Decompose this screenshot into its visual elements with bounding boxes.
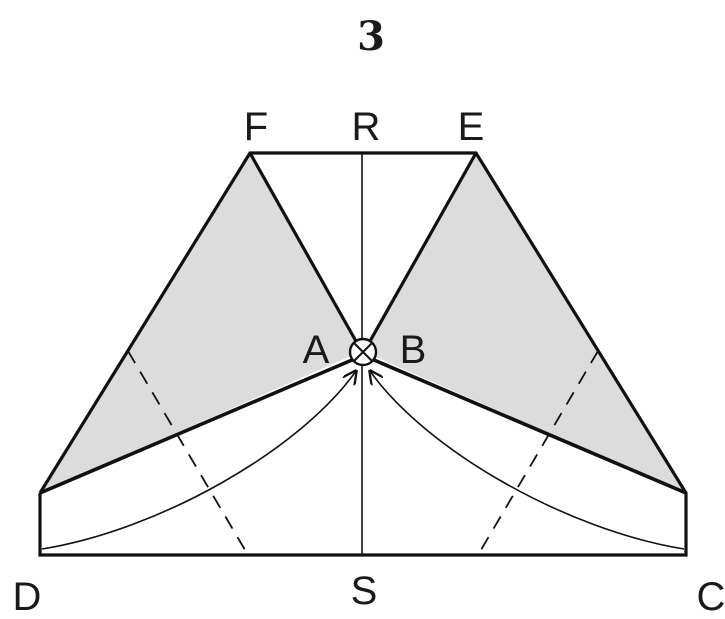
label-e: E [458,105,485,149]
label-f: F [244,105,268,149]
label-d: D [13,575,42,619]
edge-center-to-d [39,358,353,495]
left-shaded-flap [40,153,362,493]
label-c: C [697,575,725,619]
label-b: B [400,328,427,372]
right-dashed-fold-line [477,350,599,556]
label-s: S [351,569,378,613]
edge-f-to-center [248,152,359,344]
step-number: 3 [357,13,385,60]
arrow-c-to-center [370,371,685,550]
circled-cross-icon [348,337,378,367]
label-r: R [352,105,381,149]
edge-center-to-c [373,358,687,495]
right-shaded-flap [362,153,686,493]
label-a: A [303,328,330,372]
arrow-d-to-center [41,371,356,550]
edge-e-to-center [367,152,478,344]
left-dashed-fold-line [127,350,249,556]
